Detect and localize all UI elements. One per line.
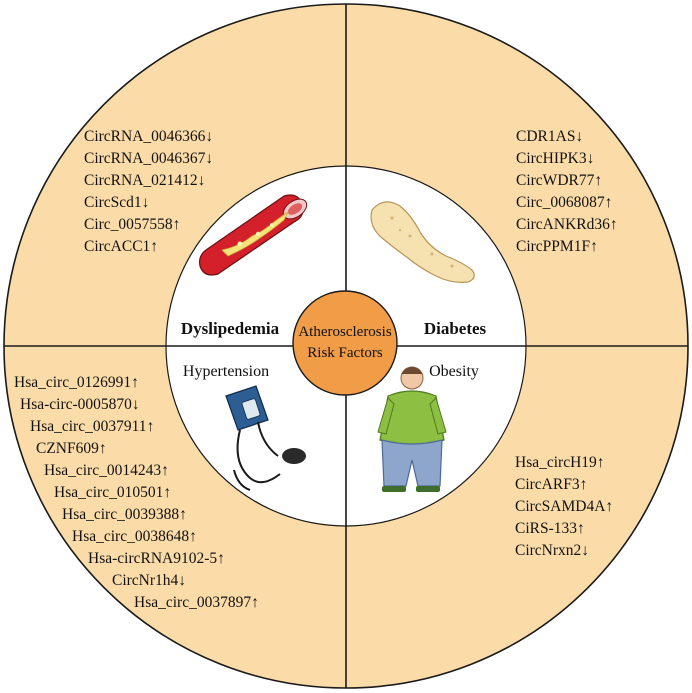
list-item: CircScd1↓ — [84, 194, 149, 211]
list-item: Hsa_circ_0126991↑ — [14, 374, 139, 391]
obese-person-icon — [377, 366, 447, 492]
list-item: Hsa_circ_0038648↑ — [72, 528, 197, 545]
list-item: CircNr1h4↓ — [112, 572, 186, 589]
list-item: CircRNA_0046366↓ — [84, 128, 213, 145]
list-item: CircWDR77↑ — [516, 172, 602, 189]
center-circle — [292, 290, 398, 396]
center-title-line2: Risk Factors — [307, 345, 383, 361]
list-item: CZNF609↑ — [36, 440, 107, 457]
artery-plaque-icon — [199, 194, 308, 276]
hypertension-title: Hypertension — [183, 363, 269, 380]
list-item: CiRS-133↑ — [515, 520, 585, 537]
list-item: CircSAMD4A↑ — [515, 498, 613, 515]
list-item: CircNrxn2↓ — [515, 542, 589, 559]
list-item: Hsa_circ_0039388↑ — [62, 506, 187, 523]
list-item: Hsa-circRNA9102-5↑ — [88, 550, 225, 567]
diabetes-title: Diabetes — [424, 319, 487, 338]
diabetes-gene-list: CDR1AS↓ CircHIPK3↓ CircWDR77↑ Circ_00680… — [516, 128, 618, 255]
list-item: CircRNA_021412↓ — [84, 172, 205, 189]
list-item: Hsa_circ_0014243↑ — [44, 462, 169, 479]
list-item: CircHIPK3↓ — [516, 150, 594, 167]
list-item: CircRNA_0046367↓ — [84, 150, 213, 167]
blood-pressure-cuff-icon — [225, 385, 306, 491]
list-item: CDR1AS↓ — [516, 128, 583, 145]
pancreas-icon — [370, 201, 475, 283]
center-title-line1: Atherosclerosis — [298, 324, 391, 340]
list-item: Circ_0057558↑ — [84, 216, 180, 233]
list-item: Hsa_circ_010501↑ — [54, 484, 171, 501]
list-item: Circ_0068087↑ — [516, 194, 612, 211]
list-item: Hsa_circH19↑ — [515, 454, 605, 471]
dyslipidemia-gene-list: CircRNA_0046366↓ CircRNA_0046367↓ CircRN… — [84, 128, 213, 255]
list-item: Hsa-circ-0005870↓ — [20, 396, 140, 413]
list-item: CircACC1↑ — [84, 238, 158, 255]
list-item: Hsa_circ_0037911↑ — [30, 418, 154, 435]
hypertension-gene-list: Hsa_circ_0126991↑ Hsa-circ-0005870↓ Hsa_… — [14, 374, 259, 611]
obesity-gene-list: Hsa_circH19↑ CircARF3↑ CircSAMD4A↑ CiRS-… — [515, 454, 613, 559]
list-item: Hsa_circ_0037897↑ — [134, 594, 259, 611]
obesity-title: Obesity — [429, 363, 479, 380]
dyslipidemia-title: Dyslipedemia — [181, 319, 280, 338]
list-item: CircARF3↑ — [515, 476, 587, 493]
list-item: CircPPM1F↑ — [516, 238, 598, 255]
list-item: CircANKRd36↑ — [516, 216, 618, 233]
